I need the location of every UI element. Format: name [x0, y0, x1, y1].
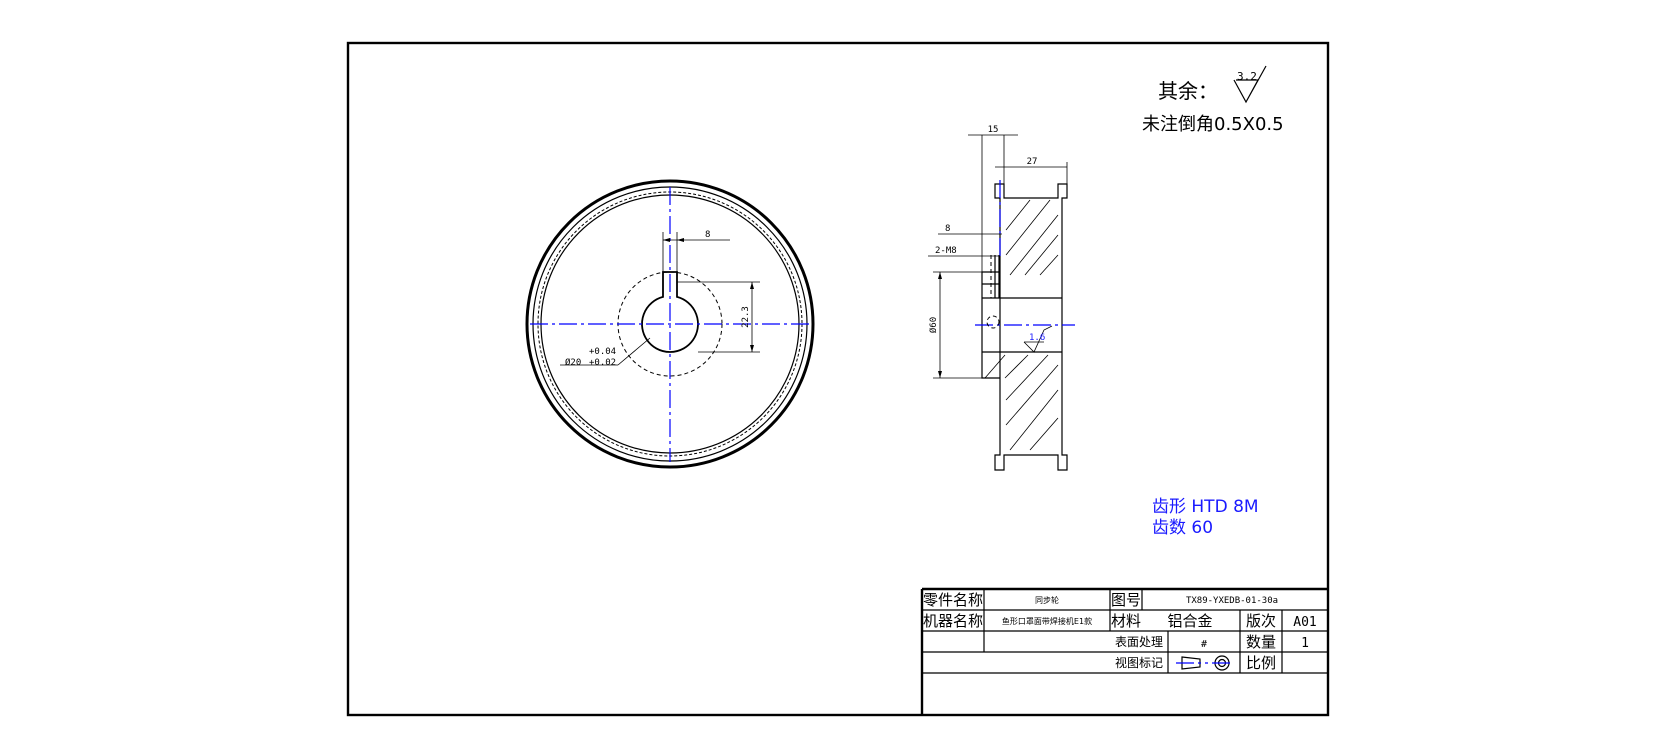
revision-label: 版次	[1246, 612, 1276, 630]
sheet-border	[346, 41, 1330, 717]
notes: 其余： 3.2 未注倒角0.5X0.5 齿形 HTD 8M 齿数 60	[1142, 65, 1284, 538]
tooth-count-note: 齿数 60	[1152, 518, 1213, 538]
machine-name-value: 鱼形口罩面带焊接机E1款	[1002, 616, 1092, 626]
bore-diameter-text: Ø20	[565, 357, 581, 368]
rest-prefix: 其余：	[1158, 79, 1218, 103]
material-value: 铝合金	[1167, 612, 1212, 630]
bore-tol-upper: +0.04	[589, 347, 616, 357]
surface-label: 表面处理	[1115, 635, 1163, 649]
roughness-symbol	[1233, 65, 1267, 104]
roughness-value: 3.2	[1237, 70, 1257, 83]
chamfer-note: 未注倒角0.5X0.5	[1142, 114, 1284, 135]
drawing-no-value: TX89-YXEDB-01-30a	[1186, 596, 1278, 606]
title-block: 零件名称 同步轮 图号 TX89-YXEDB-01-30a 机器名称 鱼形口罩面…	[920, 587, 1328, 715]
surface-value: #	[1201, 639, 1207, 650]
quantity-value: 1	[1301, 636, 1309, 651]
bore-roughness-symbol	[1023, 325, 1053, 353]
hub-diameter-text: Ø60	[928, 317, 939, 333]
side-view: 15 27 8 2-M8 Ø60 1.6	[928, 125, 1075, 471]
drawing-no-label: 图号	[1111, 591, 1141, 609]
tooth-profile-note: 齿形 HTD 8M	[1152, 497, 1259, 517]
section-hatch-upper	[1005, 199, 1059, 276]
quantity-label: 数量	[1246, 633, 1276, 651]
bore-roughness-text: 1.6	[1029, 333, 1045, 343]
pulley-side-outline	[994, 183, 1068, 471]
section-hatch-lower	[984, 354, 1059, 451]
side-key-text: 8	[945, 224, 950, 234]
machine-name-label: 机器名称	[923, 612, 983, 630]
hub-width-text: 15	[988, 125, 999, 135]
key-depth-text: 22.3	[741, 306, 751, 328]
keyway-width-text: 8	[705, 230, 710, 240]
part-name-label: 零件名称	[923, 591, 983, 609]
part-name-value: 同步轮	[1035, 595, 1059, 605]
bore-with-keyway	[641, 271, 699, 353]
bore-tol-lower: +0.02	[589, 358, 616, 368]
revision-value: A01	[1293, 615, 1316, 630]
scale-label: 比例	[1246, 654, 1276, 672]
material-label: 材料	[1111, 612, 1141, 630]
face-width-text: 27	[1027, 157, 1038, 167]
front-view: 8 22.3 +0.04 Ø20 +0.02	[525, 179, 815, 469]
setscrew-text: 2-M8	[935, 246, 957, 256]
view-label: 视图标记	[1115, 655, 1163, 670]
pulley-outer-rim	[525, 179, 815, 469]
projection-symbol-icon	[1176, 655, 1232, 671]
